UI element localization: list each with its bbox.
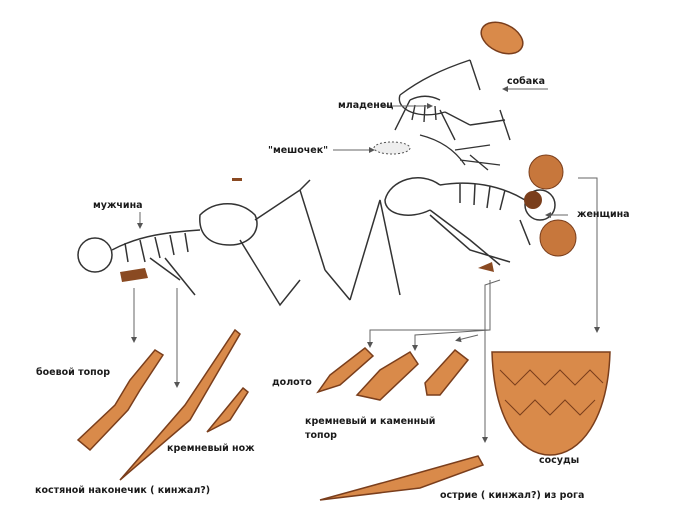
vessel-large	[491, 351, 611, 456]
man-skeleton	[77, 179, 401, 307]
pouch	[373, 141, 411, 155]
label-bone-point: костяной наконечик ( кинжал?)	[35, 485, 211, 496]
dog-skull	[480, 21, 524, 55]
label-axe-line2: топор	[305, 430, 337, 441]
label-dog: собака	[507, 76, 546, 87]
label-axe-line1: кремневый и каменный	[305, 416, 436, 427]
arrows	[131, 86, 600, 443]
label-pouch: "мешочек"	[268, 145, 329, 156]
label-infant: младенец	[338, 100, 394, 111]
label-battle-axe: боевой топор	[36, 367, 111, 378]
woman-skeleton	[384, 177, 556, 266]
vessel-pattern	[499, 369, 604, 416]
label-flint-knife: кремневый нож	[167, 443, 255, 454]
vessel-small-2	[539, 219, 577, 257]
label-vessels: сосуды	[539, 455, 580, 466]
flint-axe	[355, 350, 419, 401]
artifacts	[76, 328, 611, 501]
bone-point	[119, 328, 241, 481]
battle-axe	[76, 349, 165, 452]
label-horn-point: острие ( кинжал?) из рога	[440, 490, 585, 501]
infant-skeleton	[419, 134, 501, 171]
vessel-small-3	[524, 191, 542, 209]
dog-skeleton	[394, 59, 511, 141]
chisel	[316, 347, 375, 394]
vessel-small-1	[528, 154, 564, 190]
flint-knife	[206, 386, 249, 433]
stone-axe	[424, 348, 470, 396]
horn-point	[319, 455, 485, 501]
label-man: мужчина	[93, 200, 143, 211]
label-woman: женщина	[577, 209, 630, 220]
label-chisel: долото	[272, 377, 312, 388]
grave-goods-small	[120, 178, 494, 282]
